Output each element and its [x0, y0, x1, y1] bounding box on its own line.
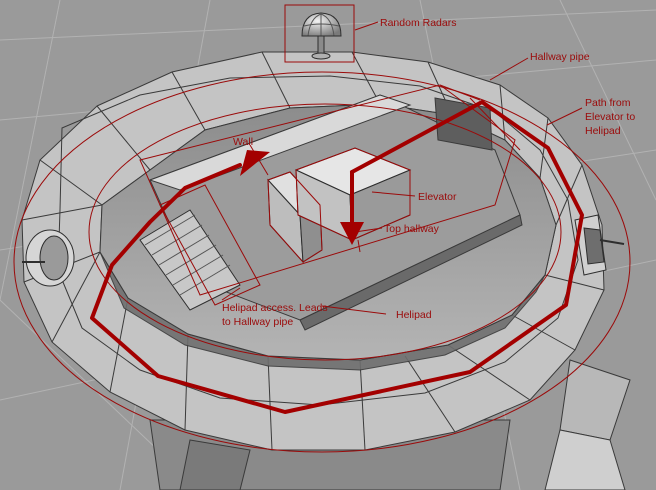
- label-top-hallway: Top hallway: [384, 223, 440, 235]
- label-random-radars: Random Radars: [380, 17, 456, 29]
- label-helipad-access-line-1: Helipad access. Leads: [222, 302, 328, 314]
- label-helipad-access-line-2: to Hallway pipe: [222, 316, 293, 328]
- label-wall: Wall: [233, 136, 253, 148]
- label-path-line-2: Elevator to: [585, 111, 635, 123]
- label-path-line-3: Helipad: [585, 125, 621, 137]
- label-helipad: Helipad: [396, 309, 432, 321]
- label-hallway-pipe: Hallway pipe: [530, 51, 590, 63]
- label-elevator: Elevator: [418, 191, 457, 203]
- label-path-line-1: Path from: [585, 97, 631, 109]
